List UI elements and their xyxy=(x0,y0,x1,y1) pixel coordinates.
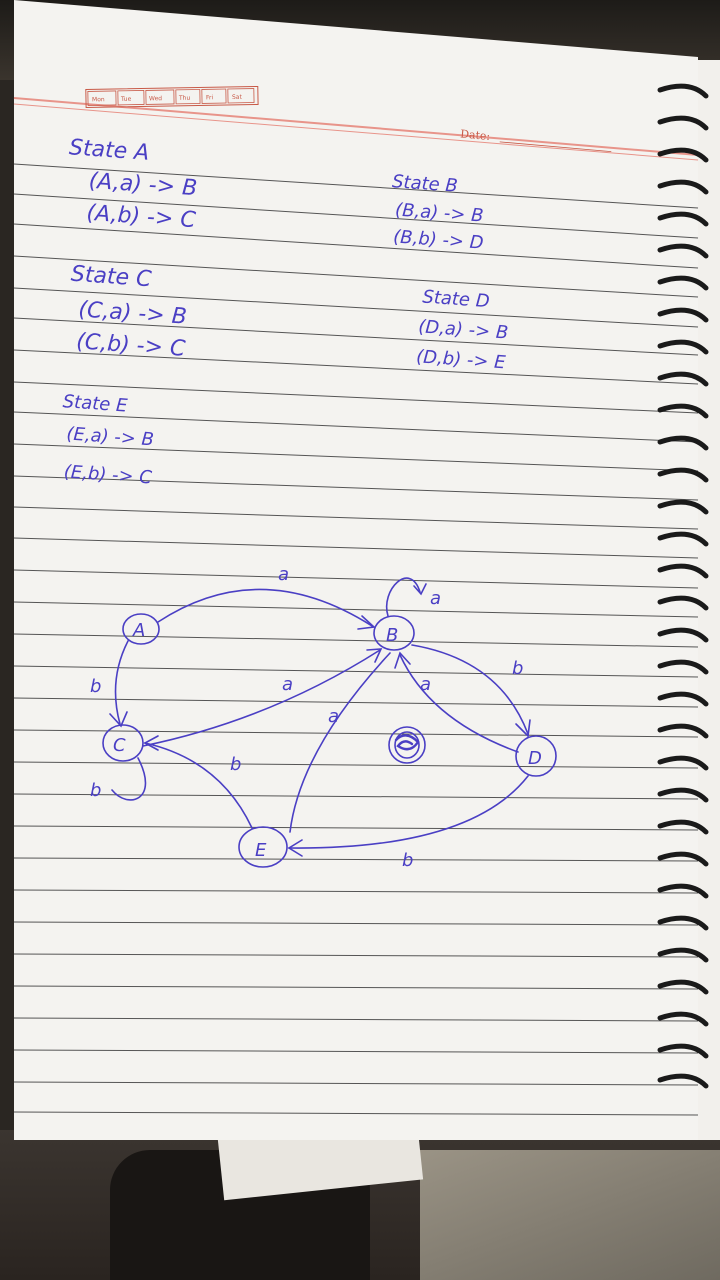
arrowhead-c-to-b xyxy=(366,648,383,663)
edge-e-to-b xyxy=(289,652,391,833)
notes-state-d: State D (D,a) -> B (D,b) -> E xyxy=(416,287,509,374)
state-diagram: A B C D E a a b b a xyxy=(90,564,557,871)
date-label: Date: xyxy=(460,127,491,143)
day-boxes: Mon Tue Wed Thu Fri Sat xyxy=(85,85,259,108)
notes-state-a: State A (A,a) -> B (A,b) -> C xyxy=(68,135,198,234)
edge-d-to-e xyxy=(288,775,529,849)
day-fri: Fri xyxy=(206,94,214,101)
label-b-to-d: b xyxy=(512,658,523,679)
notes-state-b: State B (B,a) -> B (B,b) -> D xyxy=(391,171,484,253)
arrowhead-a-to-b xyxy=(357,615,376,630)
state-b-title: State B xyxy=(391,171,458,197)
label-a-to-b: a xyxy=(278,564,289,585)
node-c-label: C xyxy=(113,735,126,756)
label-e-to-b: a xyxy=(328,706,339,727)
arrowhead-d-to-b xyxy=(394,651,411,669)
node-b-circle xyxy=(373,615,415,651)
notes-state-e: State E (E,a) -> B (E,b) -> C xyxy=(62,391,155,488)
scribbled-node xyxy=(388,726,426,764)
edge-a-to-b xyxy=(157,588,373,627)
node-b-label: B xyxy=(386,625,398,646)
node-a-label: A xyxy=(132,620,145,641)
state-a-line1: (A,a) -> B xyxy=(88,169,198,202)
edge-c-to-b xyxy=(142,649,381,747)
arrowhead-b-loop xyxy=(413,583,427,596)
day-tue: Tue xyxy=(120,96,132,103)
day-sat: Sat xyxy=(232,94,243,101)
day-wed: Wed xyxy=(149,95,162,102)
spiral-binding xyxy=(657,83,709,1089)
state-e-line2: (E,b) -> C xyxy=(63,461,153,488)
label-c-loop: b xyxy=(90,780,101,801)
node-c-circle xyxy=(102,724,144,762)
notebook-page xyxy=(14,0,698,1140)
edge-a-to-c xyxy=(114,640,129,725)
label-d-to-b: a xyxy=(420,674,431,695)
state-d-title: State D xyxy=(422,287,491,313)
label-c-to-b: a xyxy=(282,674,293,695)
notes-state-c: State C (C,a) -> B (C,b) -> C xyxy=(70,262,188,362)
arrowhead-b-to-d xyxy=(515,719,531,738)
state-c-line2: (C,b) -> C xyxy=(75,329,186,362)
state-d-line1: (D,a) -> B xyxy=(418,316,509,343)
label-e-to-c: b xyxy=(230,754,241,775)
date-field: Date: xyxy=(460,127,612,153)
day-mon: Mon xyxy=(92,96,105,103)
edge-b-to-d xyxy=(411,644,529,735)
node-e-label: E xyxy=(255,840,267,861)
arrowhead-d-to-e xyxy=(287,839,303,857)
label-a-to-c: b xyxy=(90,676,101,697)
red-header-rule-2 xyxy=(13,103,699,161)
state-a-title: State A xyxy=(68,135,150,166)
node-a-circle xyxy=(122,613,160,645)
state-c-line1: (C,a) -> B xyxy=(78,297,188,330)
node-e-circle xyxy=(238,826,288,868)
day-thu: Thu xyxy=(178,95,191,102)
red-header-rule xyxy=(13,97,699,156)
grey-cloth xyxy=(420,1150,720,1280)
state-a-line2: (A,b) -> C xyxy=(86,201,197,234)
edge-b-loop xyxy=(385,577,421,617)
label-b-loop: a xyxy=(430,588,441,609)
node-d-label: D xyxy=(528,748,542,769)
edge-e-to-c xyxy=(144,742,253,829)
ruled-lines xyxy=(13,163,699,1116)
state-e-title: State E xyxy=(62,391,129,417)
arrowhead-e-to-c xyxy=(143,735,159,751)
edge-d-to-b xyxy=(399,654,519,753)
edge-c-loop xyxy=(111,757,147,801)
state-d-line2: (D,b) -> E xyxy=(416,346,507,373)
node-d-circle xyxy=(515,735,557,777)
state-b-line1: (B,a) -> B xyxy=(394,199,484,226)
label-d-to-e: b xyxy=(402,850,413,871)
arrowhead-a-to-c xyxy=(109,711,128,728)
state-c-title: State C xyxy=(70,262,153,293)
